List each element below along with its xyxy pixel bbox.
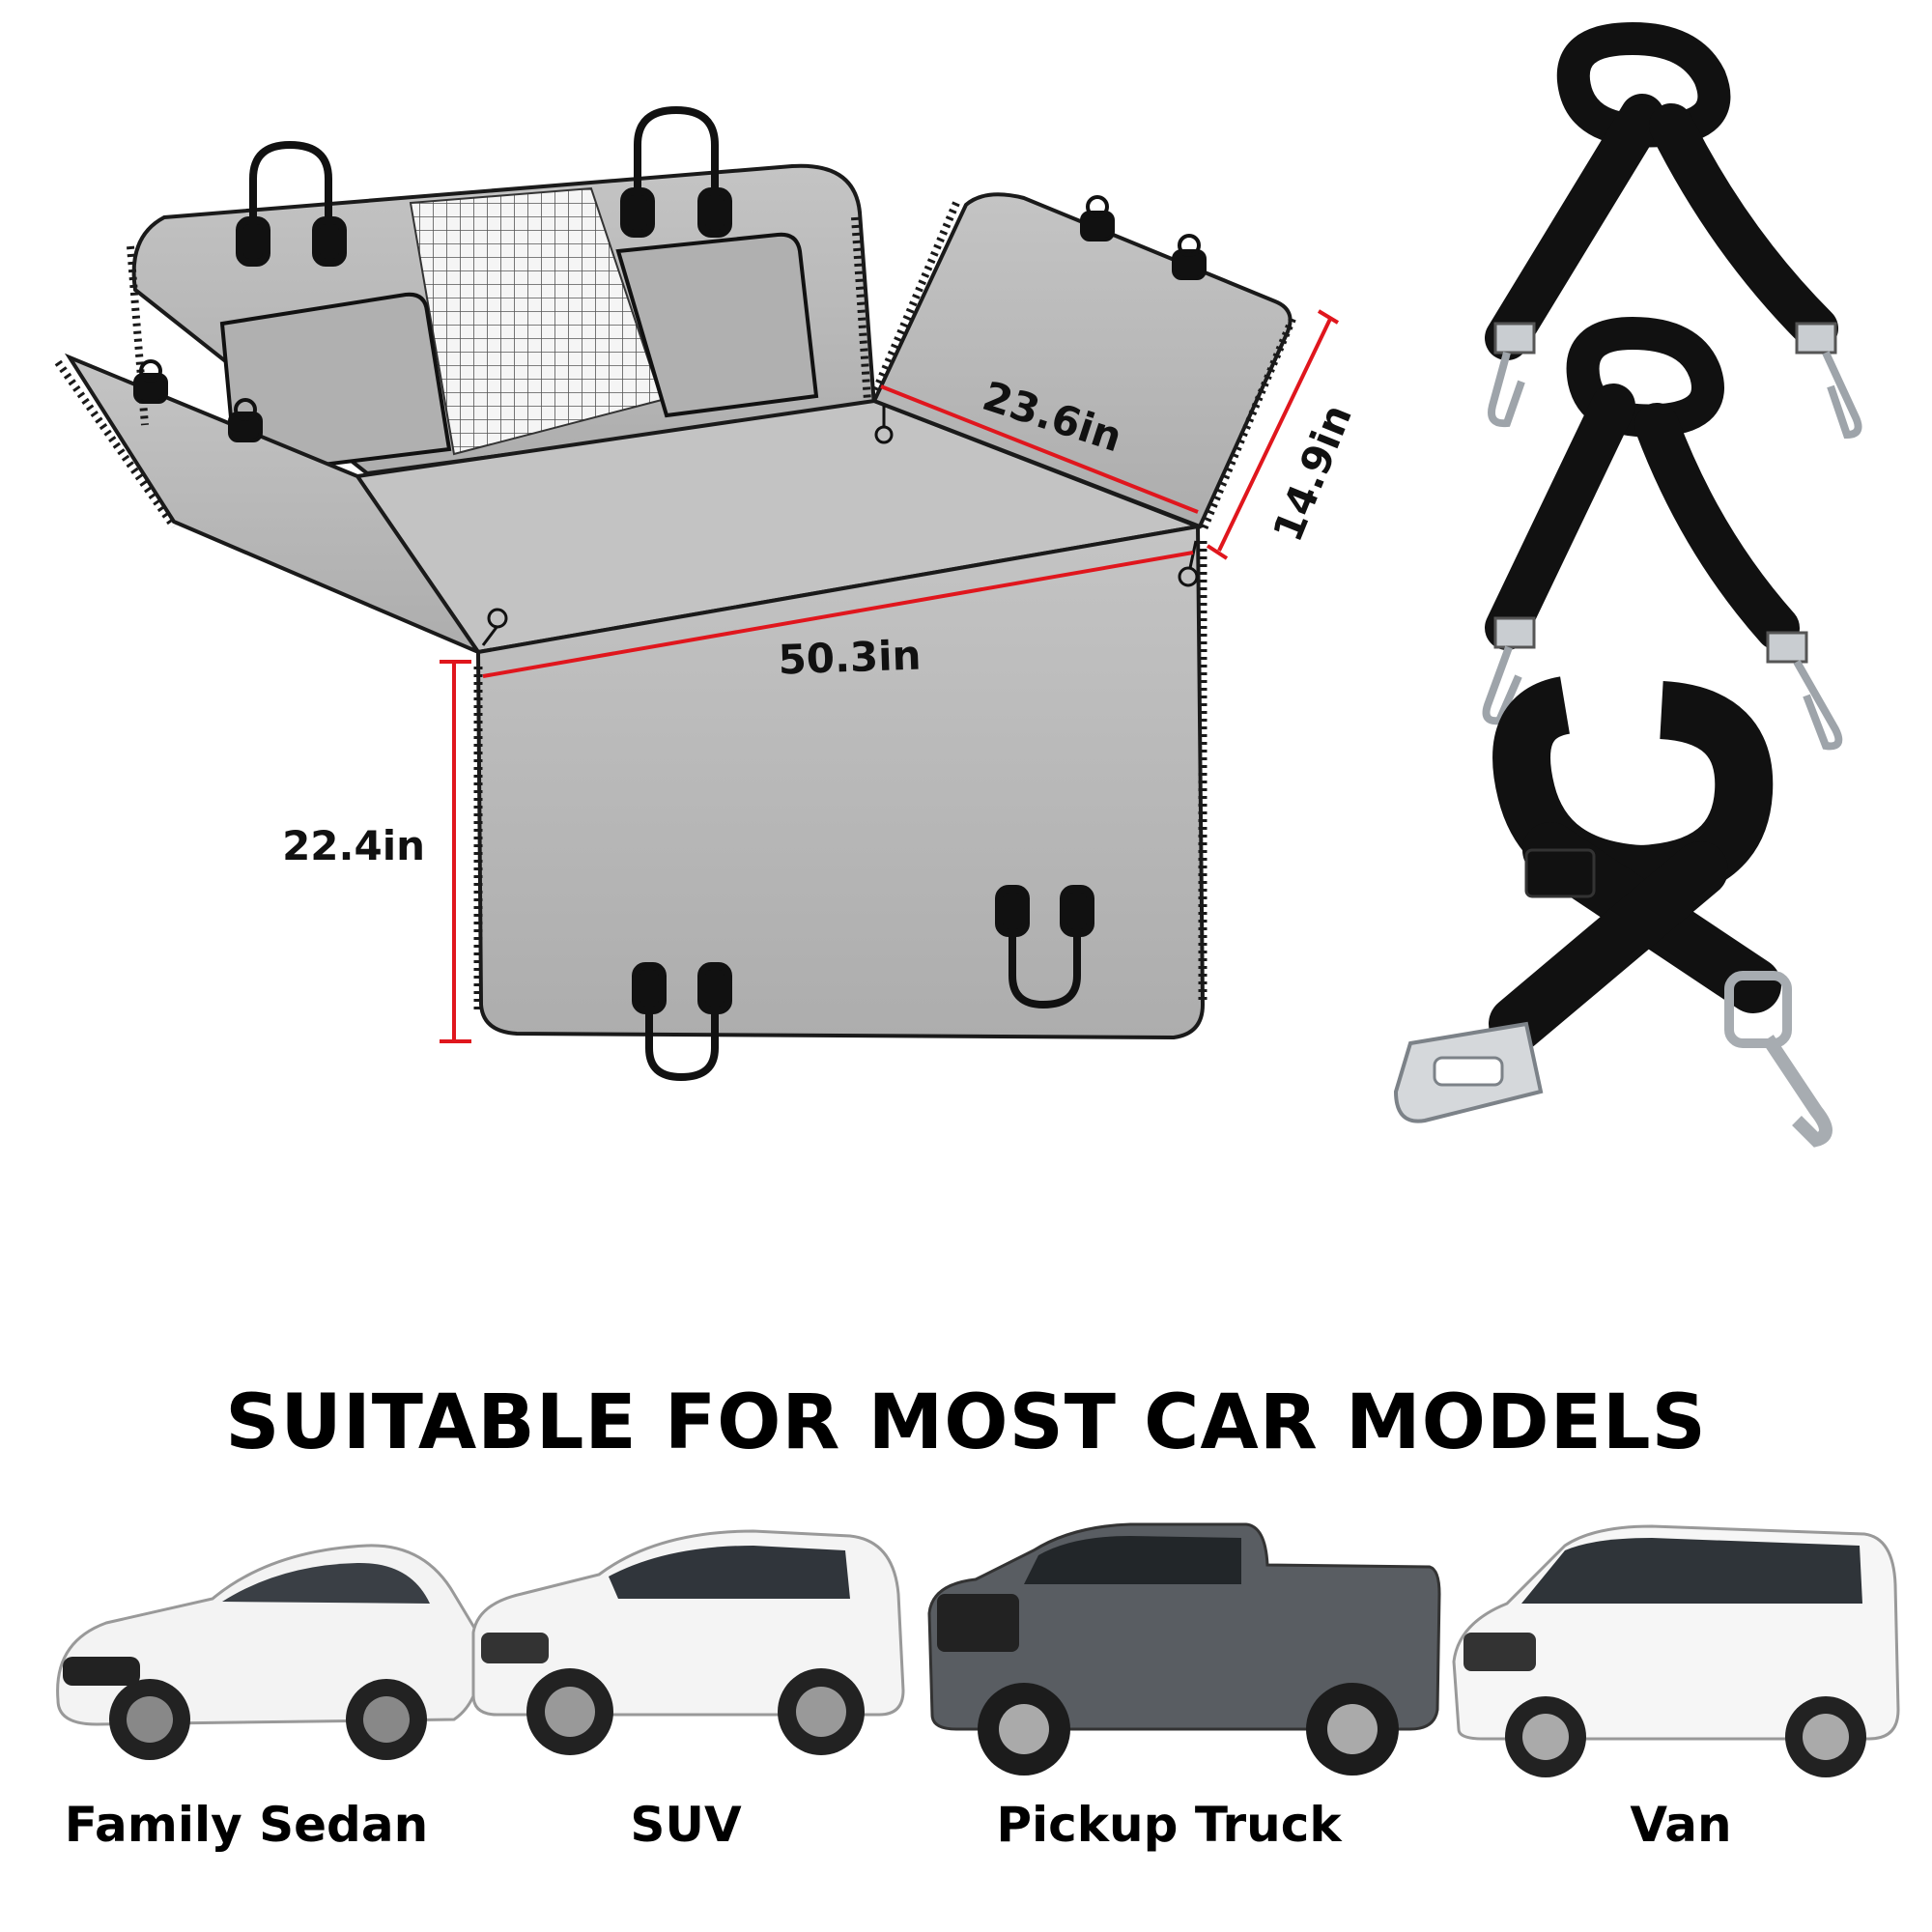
suv-icon xyxy=(471,1529,905,1755)
dimension-line-14-9 xyxy=(1206,309,1340,560)
bottom-strap-right xyxy=(995,885,1094,1009)
car-label-suv: SUV xyxy=(630,1797,742,1853)
headline: SUITABLE FOR MOST CAR MODELS xyxy=(225,1379,1707,1466)
dimension-label-22-4: 22.4in xyxy=(282,822,425,869)
zipper-pulls xyxy=(481,406,1199,646)
sedan-icon xyxy=(56,1544,485,1760)
car-label-van: Van xyxy=(1630,1797,1732,1853)
seat-cover-diagram: 50.3in 23.6in 14.9in 22.4in xyxy=(54,105,1361,1082)
seatbelt-leash-icon xyxy=(1393,676,1833,1148)
strap-icon xyxy=(1482,316,1843,751)
pickup-truck-icon xyxy=(927,1522,1441,1776)
dimension-line-50-3 xyxy=(482,551,1194,678)
dimension-lines xyxy=(440,309,1340,1043)
side-anchor-clips xyxy=(133,195,1207,442)
strap-icon xyxy=(1485,21,1862,440)
dimension-line-23-6 xyxy=(880,384,1199,514)
dimension-label-14-9: 14.9in xyxy=(1264,398,1361,549)
bottom-strap-left xyxy=(632,962,732,1082)
headrest-strap-right xyxy=(620,105,732,238)
dimension-line-22-4 xyxy=(440,660,471,1043)
right-pocket xyxy=(615,232,819,418)
headrest-strap-left xyxy=(236,140,347,267)
van-icon xyxy=(1452,1524,1900,1777)
car-label-pickup: Pickup Truck xyxy=(996,1797,1342,1853)
dimension-label-50-3: 50.3in xyxy=(778,631,923,683)
car-label-sedan: Family Sedan xyxy=(64,1797,429,1853)
